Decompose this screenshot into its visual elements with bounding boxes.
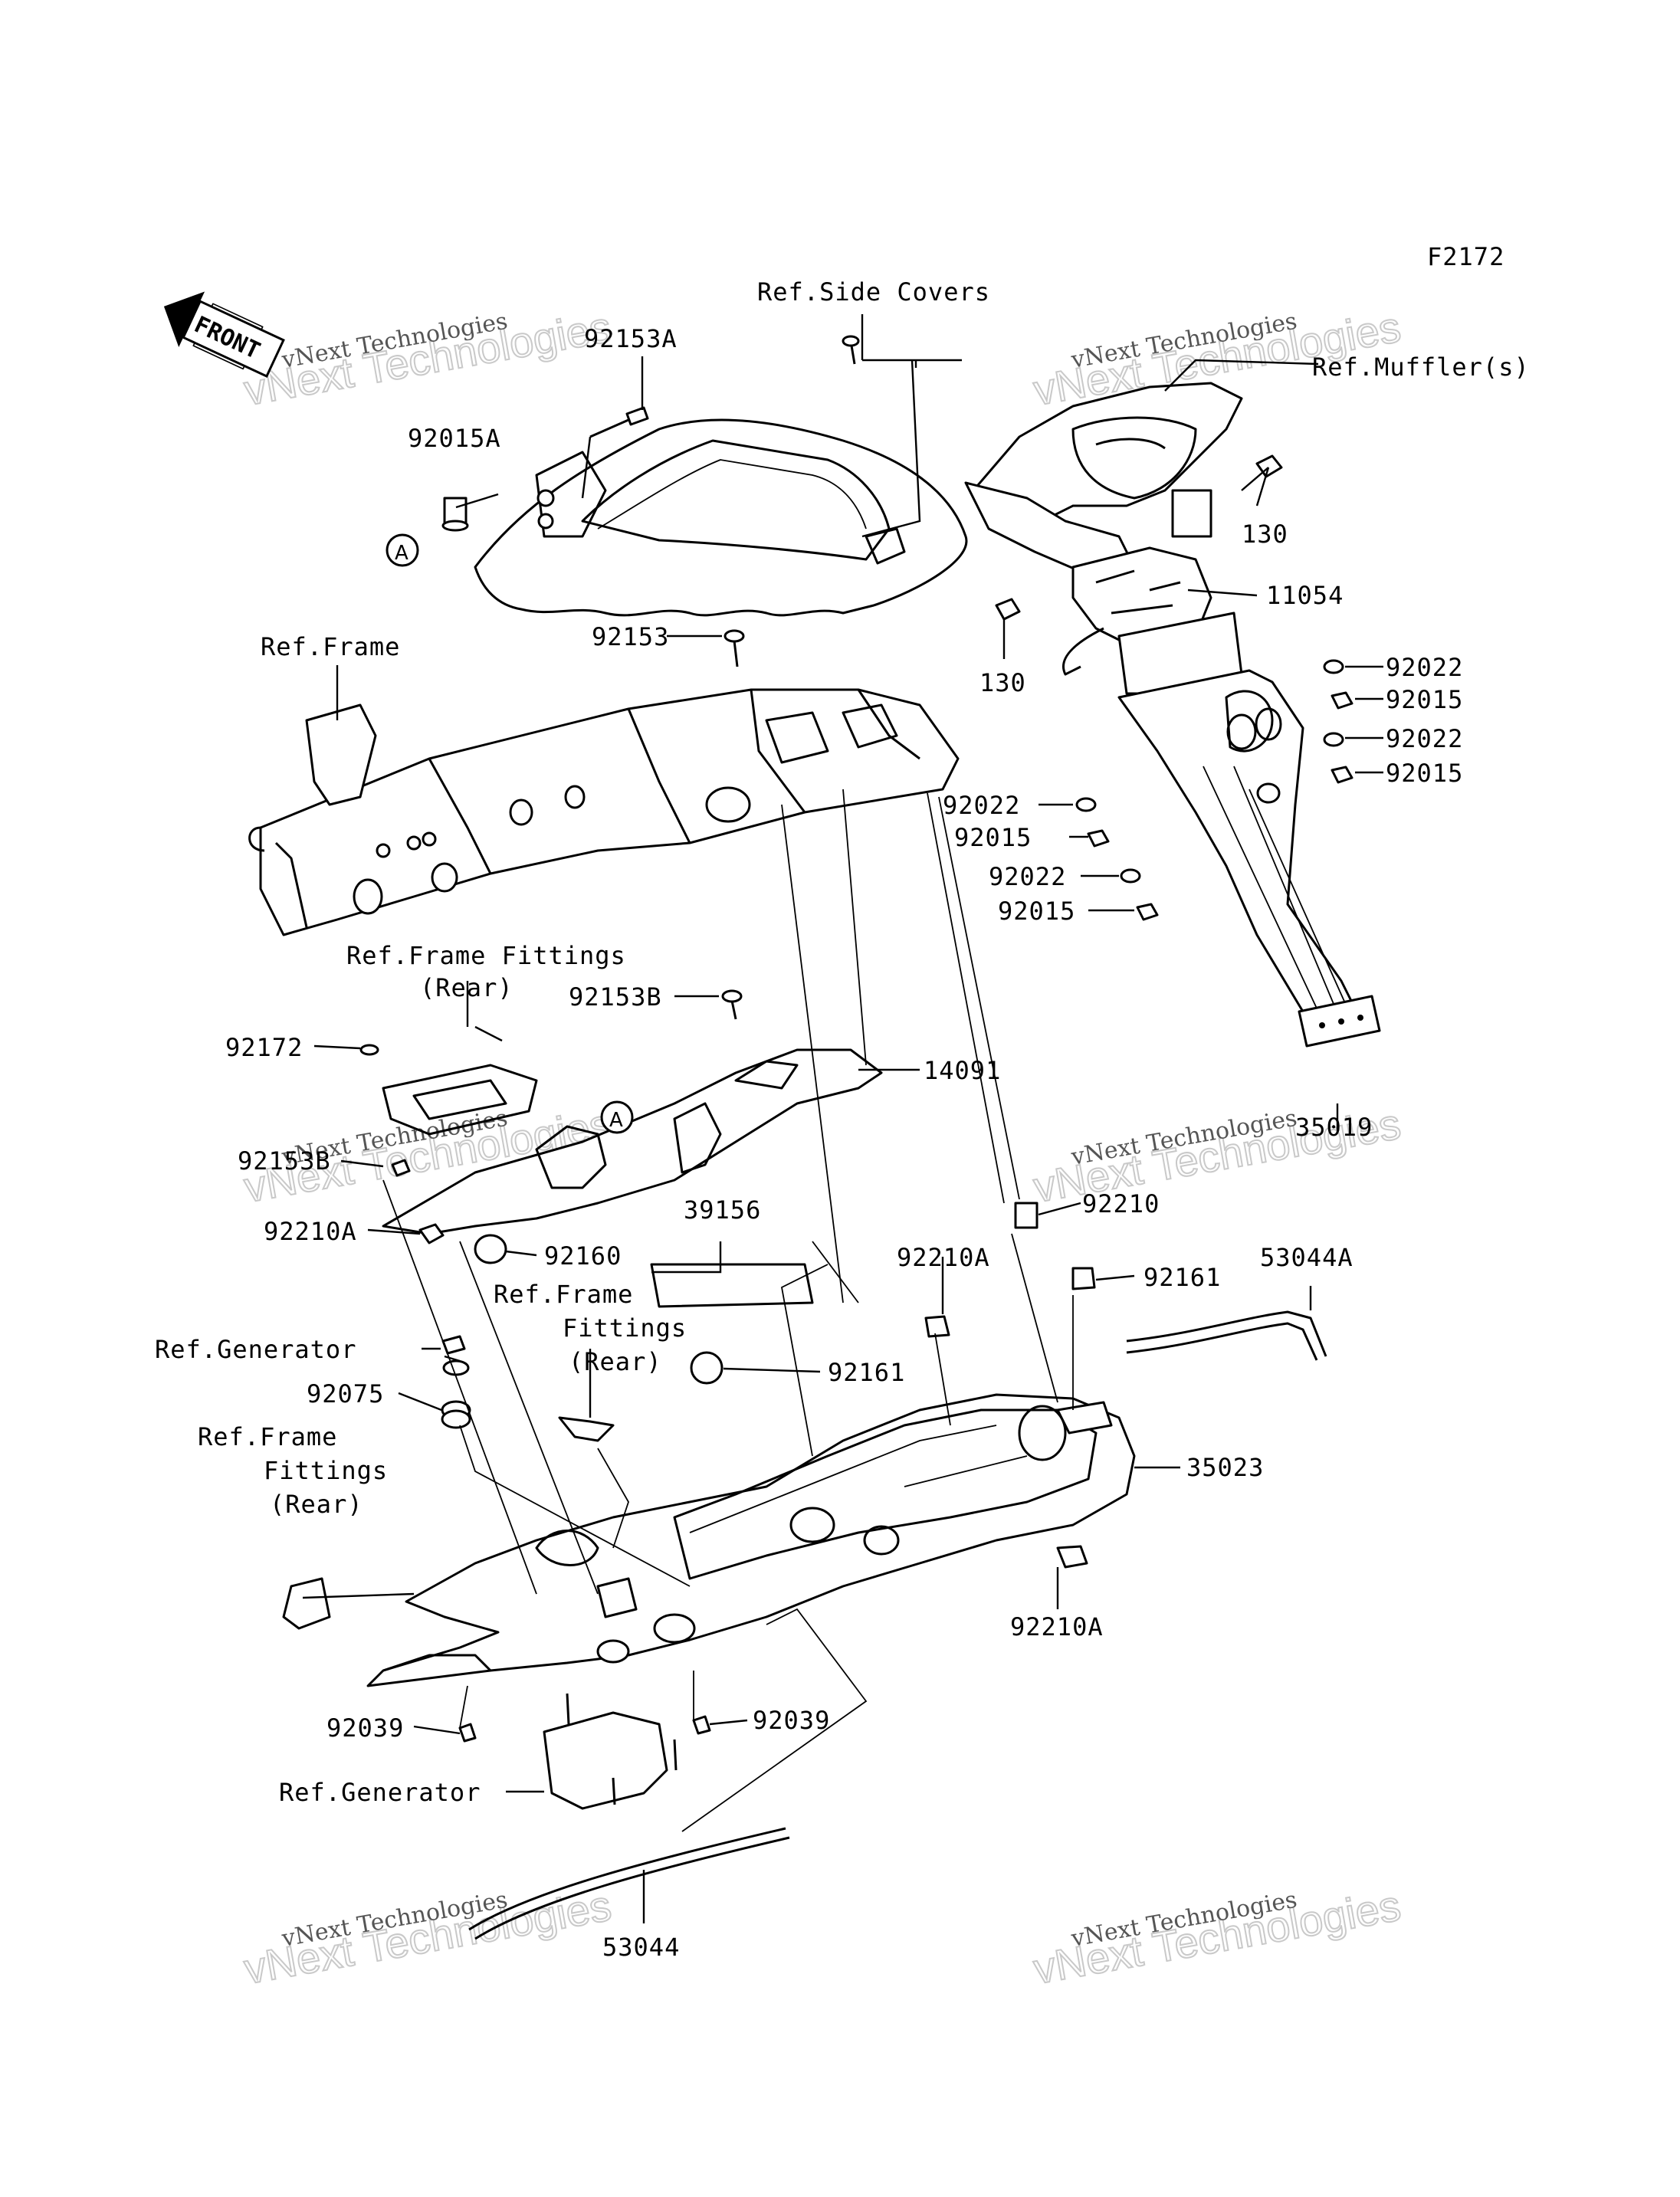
label-92022-d: 92022: [989, 862, 1066, 891]
label-92022-c: 92022: [943, 791, 1020, 820]
label-ref-frame-fittings-2a: Ref.Frame: [494, 1280, 633, 1309]
label-92160: 92160: [544, 1241, 622, 1271]
label-92172: 92172: [225, 1033, 303, 1062]
seat-drawing: [474, 418, 968, 617]
license-bracket-drawing: [1117, 669, 1381, 1048]
leader-lines: [302, 314, 1383, 1923]
label-ref-frame-fittings-2c: (Rear): [569, 1347, 662, 1376]
label-39156: 39156: [684, 1195, 761, 1225]
label-ref-muffler: Ref.Muffler(s): [1312, 353, 1530, 382]
label-92161-right: 92161: [1144, 1263, 1221, 1292]
label-ref-frame-fittings-1a: Ref.Frame Fittings: [346, 941, 626, 970]
label-92015-b: 92015: [1386, 759, 1463, 788]
label-92022-b: 92022: [1386, 724, 1463, 753]
fasteners: A A: [282, 335, 1354, 1940]
label-92039-right: 92039: [753, 1706, 830, 1735]
label-ref-frame-fittings-1b: (Rear): [420, 973, 514, 1002]
label-92039-left: 92039: [326, 1713, 404, 1743]
label-130-upper: 130: [1242, 520, 1288, 549]
label-ref-frame: Ref.Frame: [261, 632, 400, 661]
muffler-bracket-drawing: [964, 382, 1243, 695]
label-130-lower: 130: [979, 668, 1026, 697]
label-ref-frame-fittings-3b: Fittings: [264, 1456, 388, 1485]
rear-fender-drawing: [366, 1393, 1136, 1687]
figure-code: F2172: [1427, 242, 1504, 271]
label-92153: 92153: [592, 622, 669, 651]
label-92161-center: 92161: [828, 1358, 905, 1387]
label-92210: 92210: [1082, 1189, 1160, 1218]
label-92210A-middle: 92210A: [897, 1243, 990, 1272]
label-53044: 53044: [602, 1933, 680, 1962]
label-92015-c: 92015: [954, 823, 1032, 852]
label-92153B-lower: 92153B: [238, 1146, 331, 1176]
label-11054: 11054: [1266, 581, 1344, 610]
front-arrow-icon: FRONT: [163, 291, 285, 379]
label-92015A: 92015A: [408, 424, 501, 453]
part-labels: Ref.Side Covers 92153A 92015A Ref.Muffle…: [155, 277, 1530, 1962]
label-14091: 14091: [924, 1056, 1001, 1085]
label-92210A-lower: 92210A: [1010, 1612, 1104, 1641]
ref-a-circle-1: A: [395, 542, 409, 565]
label-ref-frame-fittings-3c: (Rear): [270, 1490, 363, 1519]
label-ref-frame-fittings-2b: Fittings: [563, 1313, 687, 1343]
label-ref-generator-lower: Ref.Generator: [279, 1778, 481, 1807]
ref-a-circle-2: A: [609, 1109, 623, 1132]
bracket-14091-drawing: [382, 1048, 883, 1264]
label-92210A-upper: 92210A: [264, 1217, 357, 1246]
label-35019: 35019: [1295, 1113, 1373, 1142]
label-92015-d: 92015: [998, 897, 1075, 926]
label-ref-generator-upper: Ref.Generator: [155, 1335, 356, 1364]
label-53044A: 53044A: [1260, 1243, 1354, 1272]
label-92153B-upper: 92153B: [569, 982, 662, 1012]
label-ref-frame-fittings-3a: Ref.Frame: [198, 1422, 337, 1451]
label-ref-side-covers: Ref.Side Covers: [757, 277, 990, 307]
label-92153A: 92153A: [584, 324, 678, 353]
label-35023: 35023: [1186, 1453, 1264, 1482]
label-92015-a: 92015: [1386, 685, 1463, 714]
frame-drawing: [248, 688, 960, 936]
label-92075: 92075: [307, 1379, 384, 1408]
label-92022-a: 92022: [1386, 653, 1463, 682]
